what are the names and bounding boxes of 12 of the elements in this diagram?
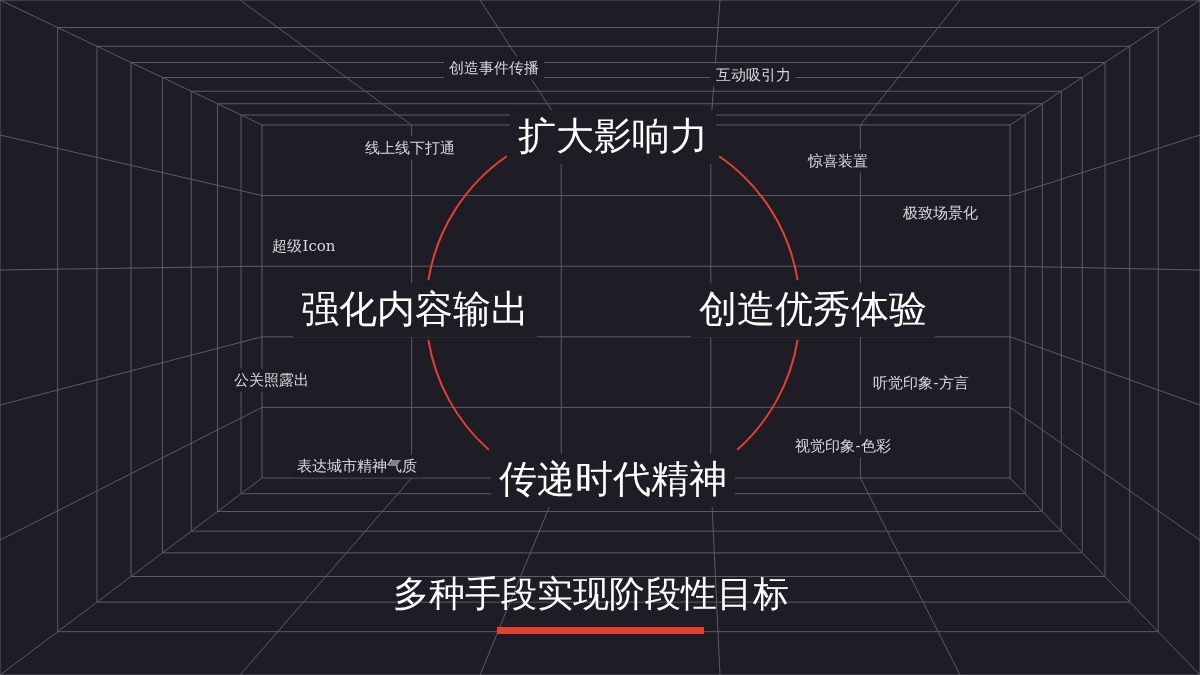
arc-connector bbox=[427, 155, 508, 281]
keyword-label: 创造事件传播 bbox=[444, 56, 544, 80]
title: 多种手段实现阶段性目标 bbox=[393, 571, 789, 616]
arc-connector bbox=[427, 339, 490, 451]
keyword-label: 互动吸引力 bbox=[710, 63, 796, 87]
goal-text: 扩大影响力 bbox=[510, 110, 716, 164]
arc-connector bbox=[718, 155, 799, 281]
goal-text: 创造优秀体验 bbox=[691, 283, 935, 337]
arc-connector bbox=[736, 339, 799, 451]
goal-text: 强化内容输出 bbox=[293, 283, 537, 337]
keyword-label: 表达城市精神气质 bbox=[292, 454, 422, 478]
goal-text: 传递时代精神 bbox=[491, 453, 735, 507]
